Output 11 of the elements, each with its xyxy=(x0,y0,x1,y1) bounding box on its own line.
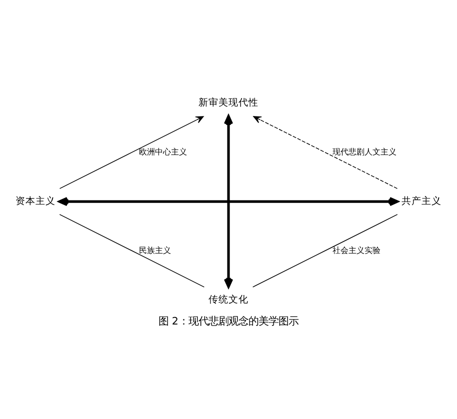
node-text: 共产主义 xyxy=(402,196,442,207)
node-text: 资本主义 xyxy=(15,196,56,207)
arrow xyxy=(224,114,234,288)
arrow xyxy=(58,196,399,206)
connector xyxy=(59,214,205,287)
node-text: 新审美现代性 xyxy=(198,97,258,108)
arrow xyxy=(253,116,398,188)
connector xyxy=(252,214,398,287)
caption: 图 2：现代悲剧观念的美学图示 xyxy=(158,314,298,327)
node-text: 传统文化 xyxy=(208,294,248,305)
arrow xyxy=(59,116,204,188)
